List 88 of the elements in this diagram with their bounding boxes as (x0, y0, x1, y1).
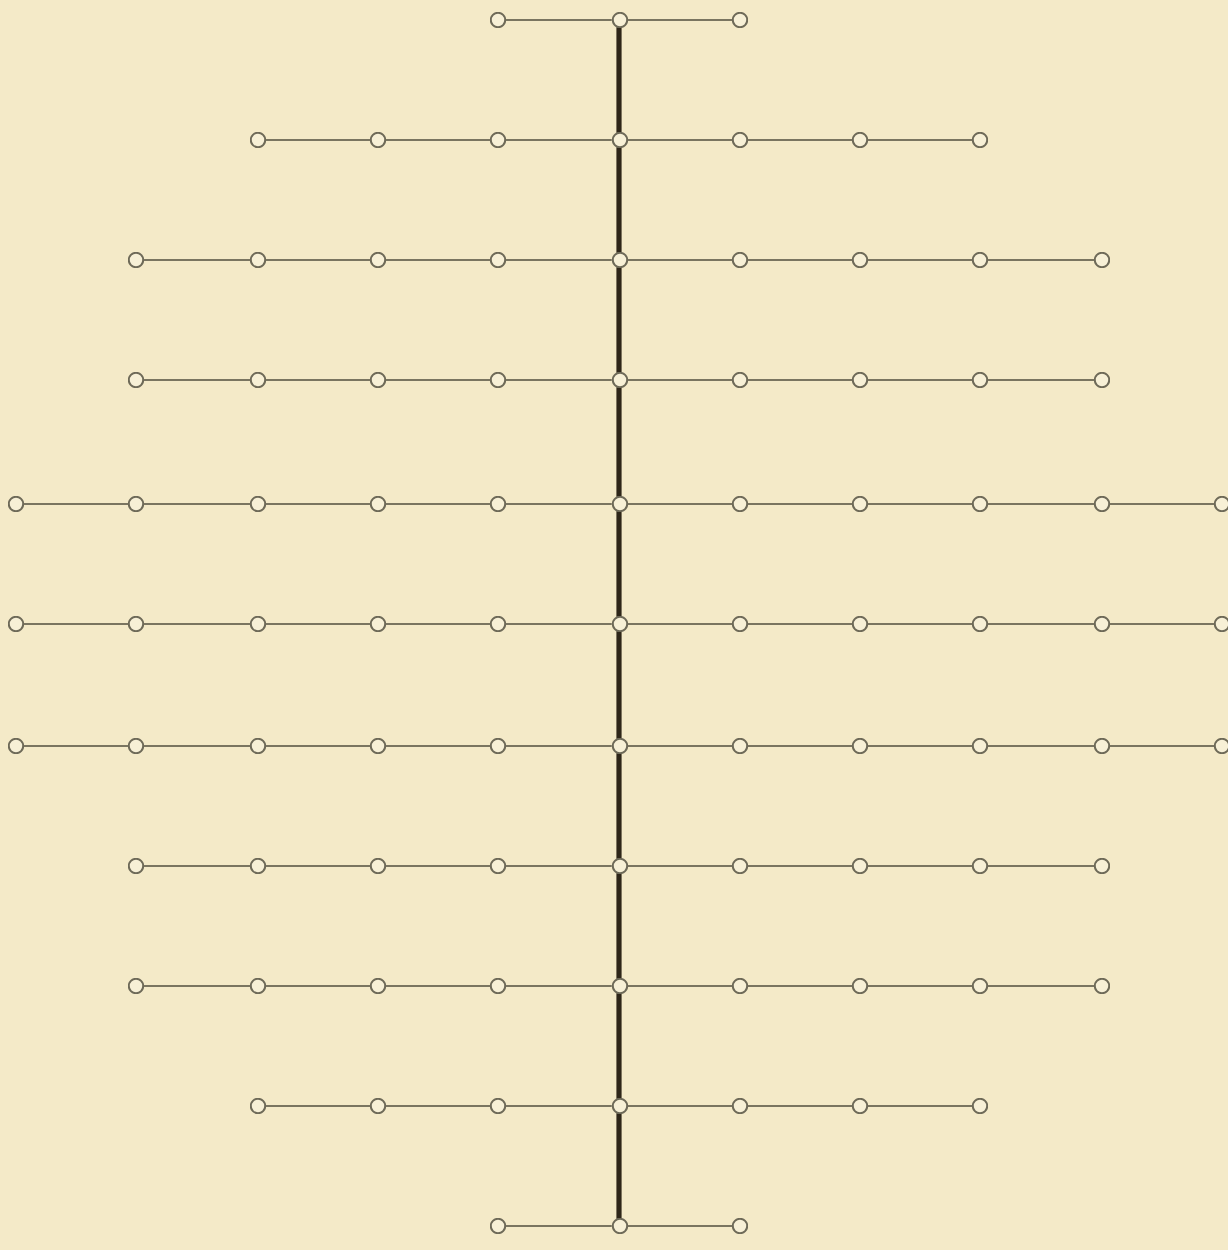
connector-line (626, 864, 733, 868)
connector-line (505, 984, 612, 988)
connector-line (988, 984, 1095, 988)
connector-line (988, 864, 1095, 868)
stem-line (616, 267, 622, 373)
connector-line (505, 864, 612, 868)
connector-line (626, 1224, 733, 1228)
stem-line (616, 753, 622, 859)
connector-line (626, 18, 733, 22)
connector-line (385, 1104, 492, 1108)
connector-line (626, 378, 733, 382)
connector-line (385, 984, 492, 988)
connector-line (385, 744, 492, 748)
connector-line (143, 502, 250, 506)
connector-line (385, 622, 492, 626)
connector-line (626, 622, 733, 626)
connector-line (867, 138, 974, 142)
connector-line (1108, 622, 1215, 626)
connector-line (385, 258, 492, 262)
connector-line (746, 138, 853, 142)
stem-line (616, 387, 622, 497)
connector-line (746, 1104, 853, 1108)
connector-line (264, 502, 371, 506)
connector-line (505, 744, 612, 748)
connector-line (867, 622, 974, 626)
stem-line (616, 27, 622, 133)
connector-line (143, 744, 250, 748)
connector-line (23, 502, 130, 506)
connector-line (626, 138, 733, 142)
stem-line (616, 511, 622, 617)
connector-line (867, 744, 974, 748)
connector-line (1108, 744, 1215, 748)
connector-line (385, 502, 492, 506)
connector-line (867, 984, 974, 988)
connector-line (746, 744, 853, 748)
connector-line (143, 622, 250, 626)
stem-line (616, 147, 622, 253)
connector-line (988, 378, 1095, 382)
connector-line (988, 622, 1095, 626)
stem-line (616, 993, 622, 1099)
connector-line (1108, 502, 1215, 506)
connector-line (505, 1104, 612, 1108)
connector-line (867, 378, 974, 382)
stem-line (616, 873, 622, 979)
connector-line (746, 984, 853, 988)
connector-line (988, 502, 1095, 506)
connector-line (746, 258, 853, 262)
connector-line (264, 864, 371, 868)
connector-line (867, 502, 974, 506)
connector-line (867, 258, 974, 262)
connector-line (143, 378, 250, 382)
connector-line (867, 864, 974, 868)
connector-line (505, 502, 612, 506)
connector-line (385, 864, 492, 868)
connector-line (746, 864, 853, 868)
connector-line (264, 138, 371, 142)
connector-line (143, 864, 250, 868)
connector-line (505, 258, 612, 262)
connector-line (626, 502, 733, 506)
connector-line (143, 984, 250, 988)
connector-line (626, 258, 733, 262)
connector-line (264, 744, 371, 748)
connector-line (867, 1104, 974, 1108)
connector-line (264, 258, 371, 262)
connector-line (264, 984, 371, 988)
connector-line (143, 258, 250, 262)
connector-line (385, 138, 492, 142)
stem-line (616, 1113, 622, 1219)
connector-line (23, 622, 130, 626)
connector-line (746, 378, 853, 382)
connector-line (746, 502, 853, 506)
connector-line (264, 378, 371, 382)
connector-line (505, 378, 612, 382)
connector-line (626, 744, 733, 748)
connector-line (746, 622, 853, 626)
connector-line (988, 744, 1095, 748)
connector-line (23, 744, 130, 748)
connector-line (626, 984, 733, 988)
connector-line (385, 378, 492, 382)
connector-line (626, 1104, 733, 1108)
connector-line (264, 622, 371, 626)
connector-line (505, 18, 612, 22)
connector-line (988, 258, 1095, 262)
connector-line (505, 1224, 612, 1228)
connector-line (505, 622, 612, 626)
connector-line (264, 1104, 371, 1108)
stem-line (616, 631, 622, 739)
connector-line (505, 138, 612, 142)
